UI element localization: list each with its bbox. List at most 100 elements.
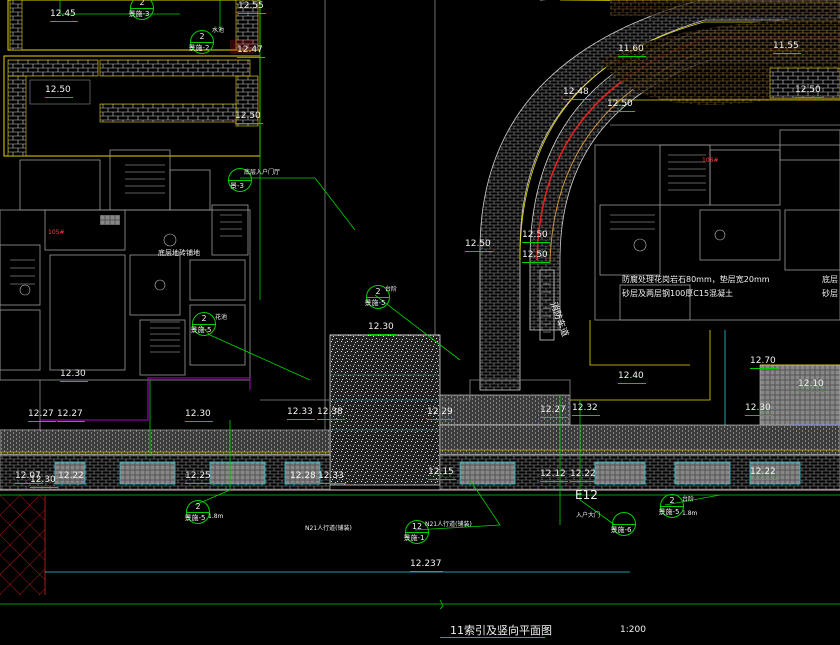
elevation-label: 12.22 (750, 467, 776, 477)
callout-ref: 景施-5 (658, 508, 680, 516)
note-note-right-1: 防腐处理花岗岩石80mm，垫层宽20mm (622, 275, 770, 284)
elevation-label: 12.45 (50, 9, 76, 19)
elevation-label: 12.33 (318, 471, 344, 481)
note-leader-small-1: 水池 (212, 27, 225, 34)
elevation-underline (572, 415, 600, 416)
elevation-underline (618, 383, 646, 384)
elevation-underline (427, 419, 455, 420)
elevation-underline (30, 487, 58, 488)
elevation-label: 12.15 (428, 467, 454, 477)
elevation-underline (745, 415, 773, 416)
elevation-label: 12.28 (290, 471, 316, 481)
callout-number: 2 (367, 286, 389, 298)
elevation-label: 12.27 (540, 405, 566, 415)
note-note-far-right-1: 底层 (822, 275, 838, 284)
note-leader-small-6: 1.8m (682, 510, 698, 517)
callout-ref: 景施-5 (364, 299, 386, 307)
elevation-underline (465, 251, 493, 252)
elevation-label: 12.22 (570, 469, 596, 479)
elevation-label: 12.30 (30, 475, 56, 485)
note-road-right: N21人行道(铺装) (425, 521, 472, 528)
elevation-label: 12.40 (618, 371, 644, 381)
drawing-scale: 1:200 (620, 625, 646, 635)
note-entry-note: 入户大门 (576, 512, 601, 519)
elevation-label: 12.33 (287, 407, 313, 417)
elevation-underline (28, 421, 56, 422)
elevation-label: 12.48 (563, 87, 589, 97)
elevation-underline (795, 97, 823, 98)
callout-ref: 景施-5 (184, 514, 206, 522)
elevation-underline (410, 571, 443, 572)
elevation-underline (428, 479, 456, 480)
callout-ref: 景施-5 (190, 326, 212, 334)
elevation-underline (185, 421, 213, 422)
note-note-left: 底层地砖铺地 (158, 249, 200, 257)
elevation-underline (522, 242, 550, 243)
elevation-label: 12.27 (28, 409, 54, 419)
elevation-label: 12.50 (45, 85, 71, 95)
sidewalk-band (0, 380, 840, 525)
elevation-label: 12.30 (185, 409, 211, 419)
elevation-label: 12.32 (572, 403, 598, 413)
note-leader-small-5: 1.8m (208, 513, 224, 520)
elevation-label: 12.50 (522, 230, 548, 240)
drawing-title-underline (440, 637, 545, 638)
elevation-underline (58, 483, 86, 484)
callout-symbol: 景施-6 (611, 512, 636, 536)
elevation-label: 12.30 (745, 403, 771, 413)
elevation-underline (290, 483, 318, 484)
elevation-label: 12.29 (427, 407, 453, 417)
elevation-underline (238, 13, 266, 14)
elevation-label: 11.60 (618, 44, 644, 54)
drawing-title: 11索引及竖向平面图 (450, 622, 552, 638)
elevation-underline (235, 123, 263, 124)
elevation-label: 12.30 (368, 322, 394, 332)
elevation-underline (563, 99, 591, 100)
note-road-left: N21人行道(铺装) (305, 525, 352, 532)
elevation-underline (540, 481, 568, 482)
note-leader-small-7: 底层入户门厅 (244, 169, 281, 176)
elevation-underline (540, 417, 568, 418)
elevation-label: 12.22 (58, 471, 84, 481)
elevation-label: 12.07 (15, 471, 41, 481)
callout-number: 2 (193, 313, 215, 325)
elevation-underline (607, 111, 635, 112)
elevation-label: 11.55 (773, 41, 799, 51)
elevation-label: 12.47 (237, 45, 263, 55)
callout-number: 2 (187, 501, 209, 513)
elevation-underline (57, 421, 85, 422)
top-left-building (3, 0, 261, 157)
note-note-right-2: 砂层及两层钢100厚C15混凝土 (622, 289, 734, 298)
elevation-label: 12.237 (410, 559, 442, 569)
elevation-underline (750, 368, 778, 369)
elevation-label: 12.50 (465, 239, 491, 249)
elevation-underline (773, 53, 801, 54)
elevation-underline (317, 419, 345, 420)
note-red-left: 105# (48, 229, 65, 236)
callout-number: 12 (406, 521, 428, 533)
central-road-lines (259, 0, 436, 440)
elevation-label: 12.30 (60, 369, 86, 379)
callout-ref: 景施-2 (188, 44, 210, 52)
note-leader-small-2: 台阶 (385, 286, 398, 293)
elevation-underline (522, 262, 550, 263)
section-label: E12 (575, 488, 598, 502)
elevation-label: 12.25 (185, 471, 211, 481)
left-building-plan (0, 149, 251, 431)
elevation-label: 12.70 (750, 356, 776, 366)
elevation-underline (318, 483, 346, 484)
elevation-underline (185, 483, 213, 484)
elevation-label: 12.38 (317, 407, 343, 417)
drawing-scale-text: 1:200 (620, 625, 646, 635)
elevation-label: 12.12 (540, 469, 566, 479)
callout-number: 2 (661, 495, 683, 507)
callout-ref: 景施-6 (610, 526, 632, 534)
section-label-text: E12 (575, 488, 598, 502)
callout-number: 2 (191, 31, 213, 43)
elevation-underline (798, 391, 826, 392)
